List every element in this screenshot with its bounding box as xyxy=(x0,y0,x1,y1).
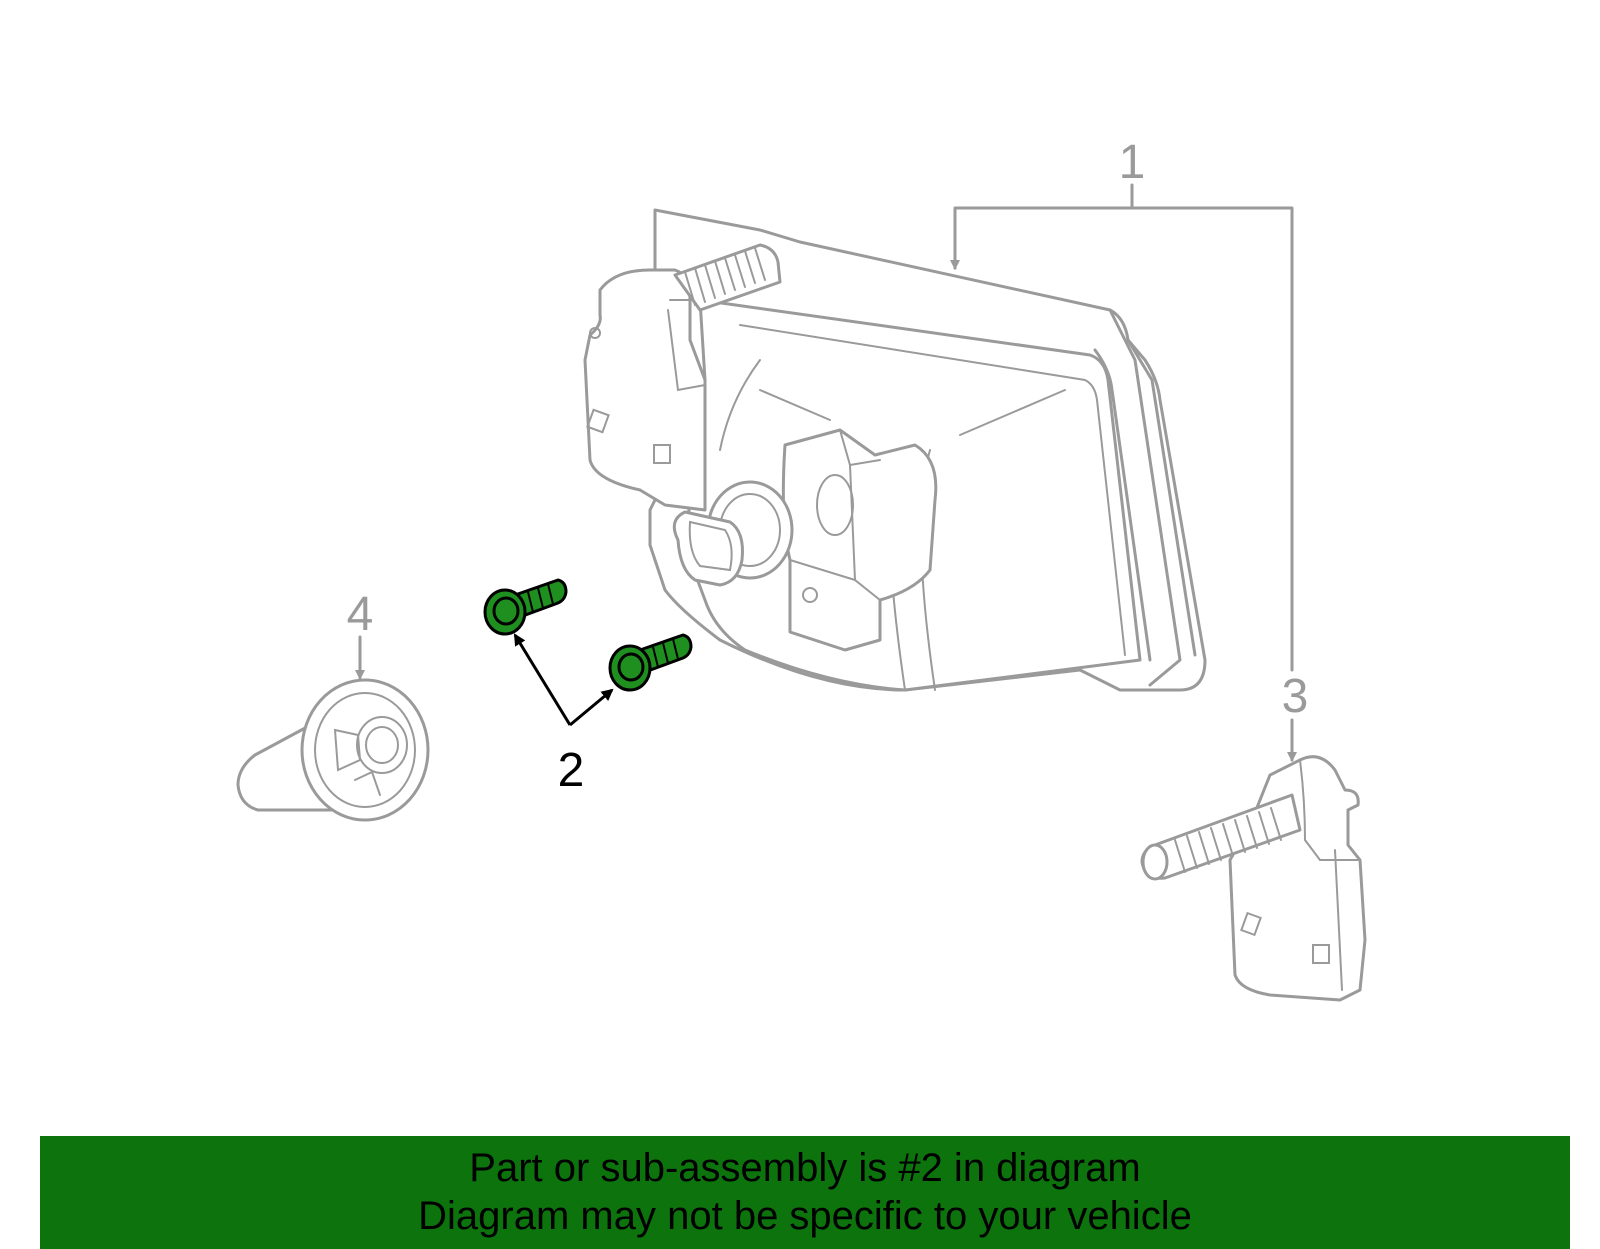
leader-lines xyxy=(355,183,1297,762)
info-banner: Part or sub-assembly is #2 in diagram Di… xyxy=(40,1136,1570,1249)
callout-3: 3 xyxy=(1282,670,1309,723)
banner-line-2: Diagram may not be specific to your vehi… xyxy=(418,1194,1192,1238)
callout-2: 2 xyxy=(558,744,585,797)
headlamp-assembly xyxy=(583,208,1207,692)
bulb-socket-part xyxy=(236,678,430,822)
banner-line-1: Part or sub-assembly is #2 in diagram xyxy=(469,1146,1141,1190)
callout-4: 4 xyxy=(347,588,374,641)
callout-1: 1 xyxy=(1119,136,1146,189)
mounting-bracket-part xyxy=(1140,755,1367,1002)
screw-part-upper xyxy=(483,578,568,636)
screw-part-lower xyxy=(608,633,693,692)
